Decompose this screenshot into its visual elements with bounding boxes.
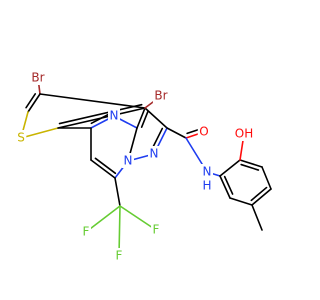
atom-n-pyrazole-2: N [148,146,160,161]
atom-n-bridgehead: N [122,153,134,168]
atom-br-thiophene: Br [29,70,47,85]
bond-Ca5-Ca6 [229,197,253,206]
atom-s-thiophene: S [15,130,27,145]
atom-label-background [148,146,160,161]
atom-f-3-label: F [116,249,123,263]
bond-C4-C5 [27,93,41,113]
atom-oh-hydroxy-label: OH [235,127,253,141]
atom-o-carbonyl: O [197,124,211,139]
atom-n-pyrazole-2-label: N [150,147,159,161]
atom-f-1: F [81,224,92,239]
bond-CF3-F1 [85,205,121,233]
bond-C2p-Cc [166,127,187,139]
atom-label-background [201,164,213,179]
bond-C7-CF3 [114,177,121,207]
bond-C3a-C3-double [140,111,149,128]
atom-n-pyrimidine-label: N [110,109,119,123]
atom-nh-amide-h-label: H [202,179,211,193]
bond-C3-C2p [144,107,168,129]
atom-label-background [233,126,255,141]
atom-label-background [122,153,134,168]
atom-label-background [152,88,170,103]
atom-f-2-label: F [153,223,160,237]
bond-S-C2 [20,127,59,139]
bond-Ca3-Ca4 [261,166,272,190]
bond-Ca1-Ca2 [219,159,241,177]
bond-C3a-C3 [136,107,146,129]
atom-br-thiophene-label: Br [31,71,44,85]
bond-C5p-N4-double [90,112,111,125]
bond-C4-C3 [39,93,146,109]
bond-C3-C2-double [58,103,143,125]
atom-n-pyrimidine: N [108,108,120,123]
bonds [20,77,272,257]
atom-f-2: F [151,222,162,237]
bond-C7-C6-double [94,157,117,175]
atom-s-thiophene-label: S [17,131,25,145]
atom-nh-amide: N H [200,164,214,193]
atom-label-background [114,248,125,263]
atom-o-carbonyl-label: O [199,125,208,139]
atom-label-background [29,70,47,85]
atom-label-background [15,130,27,145]
atom-f-1-label: F [83,225,90,239]
molecule-structure: Br S N Br O OH N N N H F [15,70,272,263]
atom-f-3: F [114,248,125,263]
atom-n-bridgehead-label: N [124,154,133,168]
atom-label-background [200,178,214,193]
bond-Ca2-Ca3-double [240,163,260,171]
atom-labels: Br S N Br O OH N N N H F [15,70,255,263]
atom-nh-amide-n-label: N [203,165,212,179]
atom-br-pyrazole: Br [152,88,170,103]
bond-Ca5-Me [251,204,263,231]
bond-Ca4-Ca5 [251,188,272,206]
bond-Ca4-Ca5-double [250,186,268,202]
bond-Ca6-Ca1 [219,175,231,199]
atom-br-pyrazole-label: Br [154,89,167,103]
atom-label-background [197,124,211,139]
atom-oh-hydroxy: OH [233,126,255,141]
atom-label-background [81,224,92,239]
bond-C7-C6 [90,159,116,179]
atom-label-background [151,222,162,237]
bond-Ca6-Ca1-double [223,175,234,195]
bond-Ca2-Ca3 [239,159,263,168]
bond-CF3-F2 [119,205,157,231]
bond-C4-C5-double [25,93,37,109]
atom-label-background [108,108,120,123]
bond-CF3-F3 [118,205,121,257]
